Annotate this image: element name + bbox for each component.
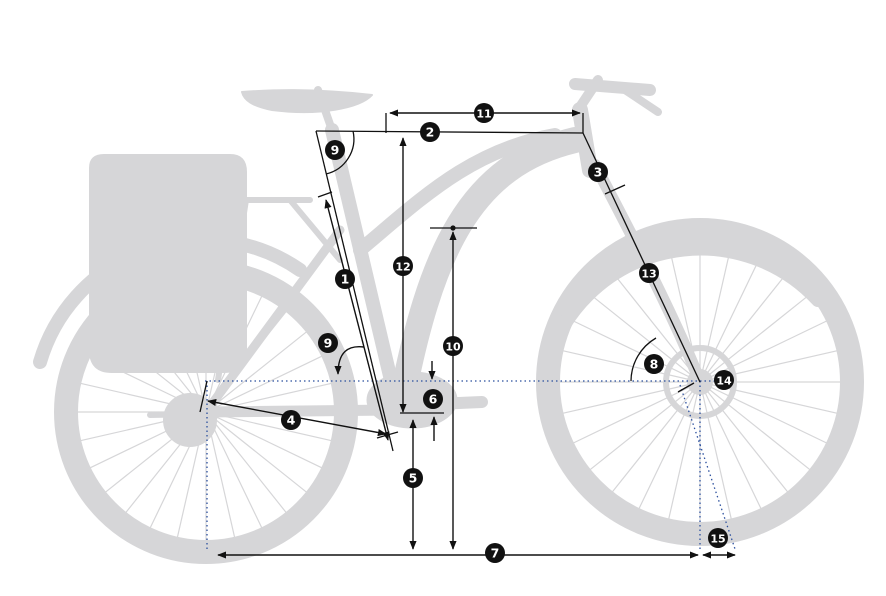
- seat-stay: [201, 225, 345, 417]
- marker-m9b: 9: [318, 333, 338, 353]
- crank-arm: [406, 396, 488, 411]
- spoke: [699, 270, 790, 383]
- marker-m5: 5: [403, 468, 423, 488]
- marker-circle: [714, 370, 734, 390]
- steering-axis-extension: [679, 384, 736, 550]
- marker-label: 5: [409, 471, 418, 486]
- marker-m11: 11: [474, 103, 494, 123]
- spoke: [699, 242, 733, 383]
- head-angle-arc: [630, 337, 657, 382]
- spoke: [610, 381, 701, 494]
- seat-angle-arc: [325, 130, 355, 175]
- marker-m13: 13: [639, 263, 659, 283]
- front-axle-tick: [677, 382, 695, 393]
- seat-tube-top-tick: [317, 191, 333, 198]
- spoke: [699, 381, 763, 511]
- marker-label: 12: [395, 261, 410, 274]
- marker-circle: [708, 528, 728, 548]
- marker-label: 10: [445, 341, 461, 354]
- disc-rotor: [663, 345, 737, 419]
- spoke: [699, 253, 763, 383]
- spoke: [588, 381, 701, 472]
- spoke: [610, 270, 701, 383]
- bike-silhouette: [33, 75, 864, 564]
- marker-label: 9: [331, 143, 340, 158]
- marker-circle: [403, 468, 423, 488]
- spoke: [699, 381, 812, 472]
- spoke: [205, 411, 324, 470]
- marker-m10: 10: [443, 336, 463, 356]
- spoke: [205, 330, 309, 413]
- marker-circle: [318, 333, 338, 353]
- marker-circle: [644, 354, 664, 374]
- spoke: [637, 381, 701, 511]
- marker-circle: [588, 162, 608, 182]
- marker-m7: 7: [485, 543, 505, 563]
- handlebar-grip: [621, 86, 662, 116]
- marker-label: 7: [491, 546, 500, 561]
- marker-circle: [443, 336, 463, 356]
- marker-circle: [325, 140, 345, 160]
- marker-m1: 1: [335, 269, 355, 289]
- marker-label: 8: [650, 357, 659, 372]
- spoke: [571, 319, 701, 383]
- marker-label: 1: [341, 272, 350, 287]
- marker-m12: 12: [393, 256, 413, 276]
- marker-circle: [335, 269, 355, 289]
- marker-m15: 15: [708, 528, 728, 548]
- saddle: [241, 89, 373, 113]
- marker-label: 11: [476, 108, 491, 121]
- chainstay-line: [199, 380, 208, 413]
- marker-m9a: 9: [325, 140, 345, 160]
- dimension-arrows: [207, 109, 736, 559]
- spoke: [699, 381, 733, 522]
- marker-circle: [281, 410, 301, 430]
- spoke: [588, 292, 701, 383]
- marker-label: 2: [426, 125, 435, 140]
- arrow-9-seat-angle-curve: [334, 345, 365, 375]
- marker-m2: 2: [420, 122, 440, 142]
- fork: [589, 159, 706, 388]
- marker-label: 14: [716, 375, 732, 388]
- spoke: [699, 292, 812, 383]
- marker-label: 13: [641, 268, 656, 281]
- head-tube-tick: [604, 184, 626, 195]
- handlebar: [569, 78, 656, 96]
- marker-circle: [423, 389, 443, 409]
- marker-label: 15: [710, 533, 725, 546]
- marker-circle: [639, 263, 659, 283]
- marker-m14: 14: [714, 370, 734, 390]
- spoke: [699, 381, 790, 494]
- marker-m8: 8: [644, 354, 664, 374]
- head-tube: [572, 102, 598, 178]
- guide-lines: [205, 380, 736, 550]
- marker-m3: 3: [588, 162, 608, 182]
- marker-circle: [420, 122, 440, 142]
- marker-circle: [474, 103, 494, 123]
- front-fender: [541, 241, 825, 367]
- marker-m6: 6: [423, 389, 443, 409]
- spoke: [560, 349, 701, 383]
- spoke: [560, 381, 701, 415]
- marker-label: 3: [594, 165, 603, 180]
- marker-circle: [485, 543, 505, 563]
- marker-label: 4: [287, 413, 296, 428]
- top-tube-effective: [315, 130, 584, 134]
- spoke: [667, 381, 701, 522]
- pannier-bag: [89, 154, 247, 373]
- marker-m4: 4: [281, 410, 301, 430]
- standover-dot: [450, 225, 456, 231]
- down-tube: [387, 127, 588, 423]
- marker-circle: [393, 256, 413, 276]
- marker-label: 9: [324, 336, 333, 351]
- cassette: [163, 393, 217, 447]
- spoke: [699, 381, 829, 445]
- marker-label: 6: [429, 392, 438, 407]
